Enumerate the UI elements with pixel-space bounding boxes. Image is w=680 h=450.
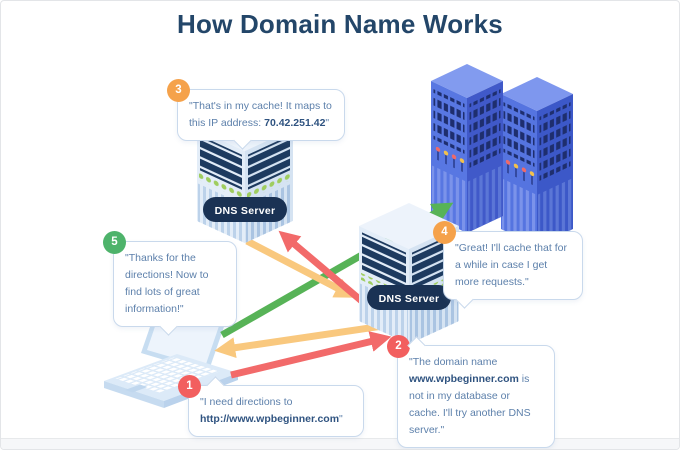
dns-server-1-label-pill bbox=[203, 197, 287, 222]
step-4-badge: 4 bbox=[433, 221, 456, 244]
bubble-5-text: "Thanks for the directions! Now to find … bbox=[125, 252, 209, 315]
arrow-step1-laptop-to-dns2 bbox=[230, 331, 392, 379]
bubble-1-url: http://www.wpbeginner.com bbox=[200, 413, 340, 425]
bubble-3-text-post: " bbox=[325, 117, 330, 129]
bubble-1-text-pre: "I need directions to bbox=[200, 396, 293, 408]
bubble-2-text: "The domain name www.wpbeginner.com is n… bbox=[409, 356, 531, 436]
web-servers-illustration bbox=[431, 64, 573, 247]
bubble-3-text: "That's in my cache! It maps to this IP … bbox=[189, 100, 332, 129]
laptop-touchpad bbox=[125, 384, 148, 393]
web-server-a-left-face bbox=[431, 80, 467, 234]
web-server-b-left-face bbox=[501, 93, 537, 247]
dns-server-2-illustration: DNS Server bbox=[359, 203, 459, 344]
speech-bubble-step-2: 2 "The domain name www.wpbeginner.com is… bbox=[387, 335, 555, 448]
speech-bubble-step-1: 1 "I need directions to http://www.wpbeg… bbox=[178, 375, 364, 437]
footer-strip bbox=[1, 438, 679, 449]
bubble-3-text-pre: "That's in my cache! It maps to this IP … bbox=[189, 100, 332, 129]
dns-server-2-label-pill bbox=[367, 285, 451, 310]
step-2-badge: 2 bbox=[387, 335, 410, 358]
speech-bubble-step-5: 5 "Thanks for the directions! Now to fin… bbox=[103, 231, 237, 336]
bubble-3-ip-address: 70.42.251.42 bbox=[264, 117, 326, 129]
dns-server-2-label: DNS Server bbox=[379, 293, 440, 305]
dns-server-1-label: DNS Server bbox=[215, 205, 276, 217]
page-title: How Domain Name Works bbox=[177, 9, 503, 39]
step-1-badge: 1 bbox=[178, 375, 201, 398]
speech-bubble-step-4: 4 "Great! I'll cache that for a while in… bbox=[433, 221, 583, 309]
step-3-badge: 3 bbox=[167, 79, 190, 102]
web-server-b-right-face bbox=[537, 93, 573, 246]
bubble-4-text: "Great! I'll cache that for a while in c… bbox=[455, 242, 567, 288]
laptop-keyboard bbox=[115, 357, 221, 393]
bubble-2-text-post: is not in my database or cache. I'll try… bbox=[409, 373, 531, 436]
laptop-base-edge-left bbox=[104, 381, 164, 408]
bubble-1-text: "I need directions to http://www.wpbegin… bbox=[200, 396, 343, 425]
arrow-step3-dns1-to-dns2 bbox=[245, 237, 356, 298]
step-5-badge: 5 bbox=[103, 231, 126, 254]
bubble-2-text-pre: "The domain name bbox=[409, 356, 498, 368]
bubble-1-text-post: " bbox=[339, 413, 343, 425]
web-server-a-right-face bbox=[467, 80, 503, 233]
dns-server-1-illustration: DNS Server bbox=[197, 107, 293, 244]
bubble-2-domain: www.wpbeginner.com bbox=[409, 373, 519, 385]
speech-bubble-step-3: 3 "That's in my cache! It maps to this I… bbox=[167, 79, 345, 150]
